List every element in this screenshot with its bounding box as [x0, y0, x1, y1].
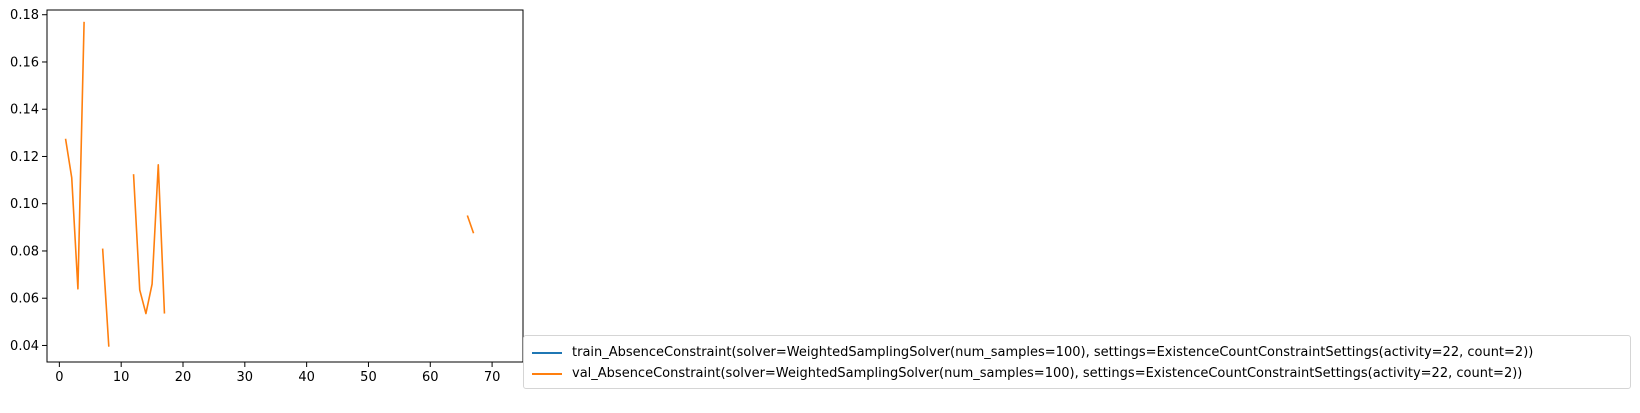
- y-tick-label: 0.16: [10, 55, 39, 70]
- x-tick-label: 50: [360, 370, 377, 385]
- x-tick-label: 20: [175, 370, 192, 385]
- x-tick-label: 60: [422, 370, 439, 385]
- y-tick-label: 0.04: [10, 339, 39, 354]
- legend-entry-val: val_AbsenceConstraint(solver=WeightedSam…: [532, 363, 1622, 384]
- series-line-segment-1: [64, 21, 85, 290]
- series-line-segment-1: [466, 215, 475, 234]
- series-line-segment-1: [101, 248, 110, 347]
- y-tick-label: 0.06: [10, 292, 39, 307]
- legend-label-train: train_AbsenceConstraint(solver=WeightedS…: [572, 345, 1534, 360]
- legend-swatch-val: [532, 372, 562, 375]
- x-tick-label: 0: [55, 370, 63, 385]
- x-axis: 0 10 20 30 40 50 60 70: [55, 362, 500, 385]
- y-tick-label: 0.08: [10, 244, 39, 259]
- legend-label-val: val_AbsenceConstraint(solver=WeightedSam…: [572, 366, 1523, 381]
- y-tick-label: 0.14: [10, 103, 39, 118]
- legend-swatch-train: [532, 351, 562, 354]
- y-axis: 0.04 0.06 0.08 0.10 0.12 0.14 0.16 0.18: [10, 8, 47, 354]
- plot-area-frame: [46, 9, 524, 363]
- x-tick-label: 10: [113, 370, 130, 385]
- legend-entry-train: train_AbsenceConstraint(solver=WeightedS…: [532, 342, 1622, 363]
- y-tick-label: 0.12: [10, 150, 39, 165]
- x-tick-label: 40: [298, 370, 315, 385]
- legend: train_AbsenceConstraint(solver=WeightedS…: [523, 335, 1631, 389]
- series-line-segment-1: [132, 163, 166, 315]
- y-tick-label: 0.18: [10, 8, 39, 23]
- x-tick-label: 70: [484, 370, 501, 385]
- x-tick-label: 30: [237, 370, 254, 385]
- series-layer: [64, 21, 475, 347]
- y-tick-label: 0.10: [10, 197, 39, 212]
